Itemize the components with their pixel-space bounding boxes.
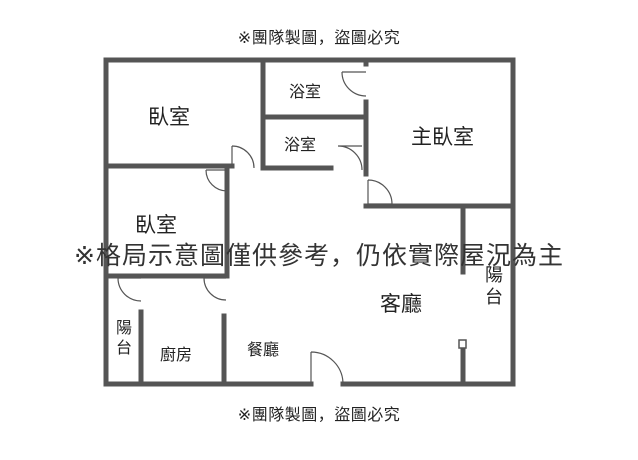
room-label-dining-room: 餐廳 (247, 340, 280, 359)
room-label-bedroom-mid-left: 臥室 (135, 213, 177, 237)
door-balcony-left (117, 277, 142, 302)
disclaimer-watermark: ※格局示意圖僅供參考，仍依實際屋況為主 (74, 241, 564, 270)
door-bedroom1 (231, 145, 255, 169)
room-label-bathroom-top: 浴室 (289, 82, 322, 101)
room-label-master-bedroom: 主臥室 (411, 125, 474, 149)
room-label-bedroom-top-left: 臥室 (148, 105, 190, 129)
door-bedroom2 (205, 169, 228, 192)
door-kitchen (203, 277, 227, 301)
footer-note: ※團隊製圖，盜圖必究 (237, 405, 401, 424)
window-marks (458, 339, 467, 349)
door-swings (117, 71, 393, 385)
door-master (367, 179, 393, 205)
room-label-bathroom-bottom: 浴室 (284, 135, 317, 154)
pillar-mark (458, 339, 467, 349)
door-entry (310, 351, 344, 385)
room-label-kitchen: 廚房 (160, 345, 193, 364)
walls (103, 57, 516, 387)
room-label-balcony-right: 陽台 (482, 265, 503, 309)
room-label-living-room: 客廳 (380, 292, 422, 316)
door-bath2 (337, 145, 363, 171)
room-label-balcony-left: 陽台 (113, 319, 132, 359)
header-note: ※團隊製圖，盜圖必究 (237, 28, 401, 47)
door-bath1 (341, 71, 367, 97)
